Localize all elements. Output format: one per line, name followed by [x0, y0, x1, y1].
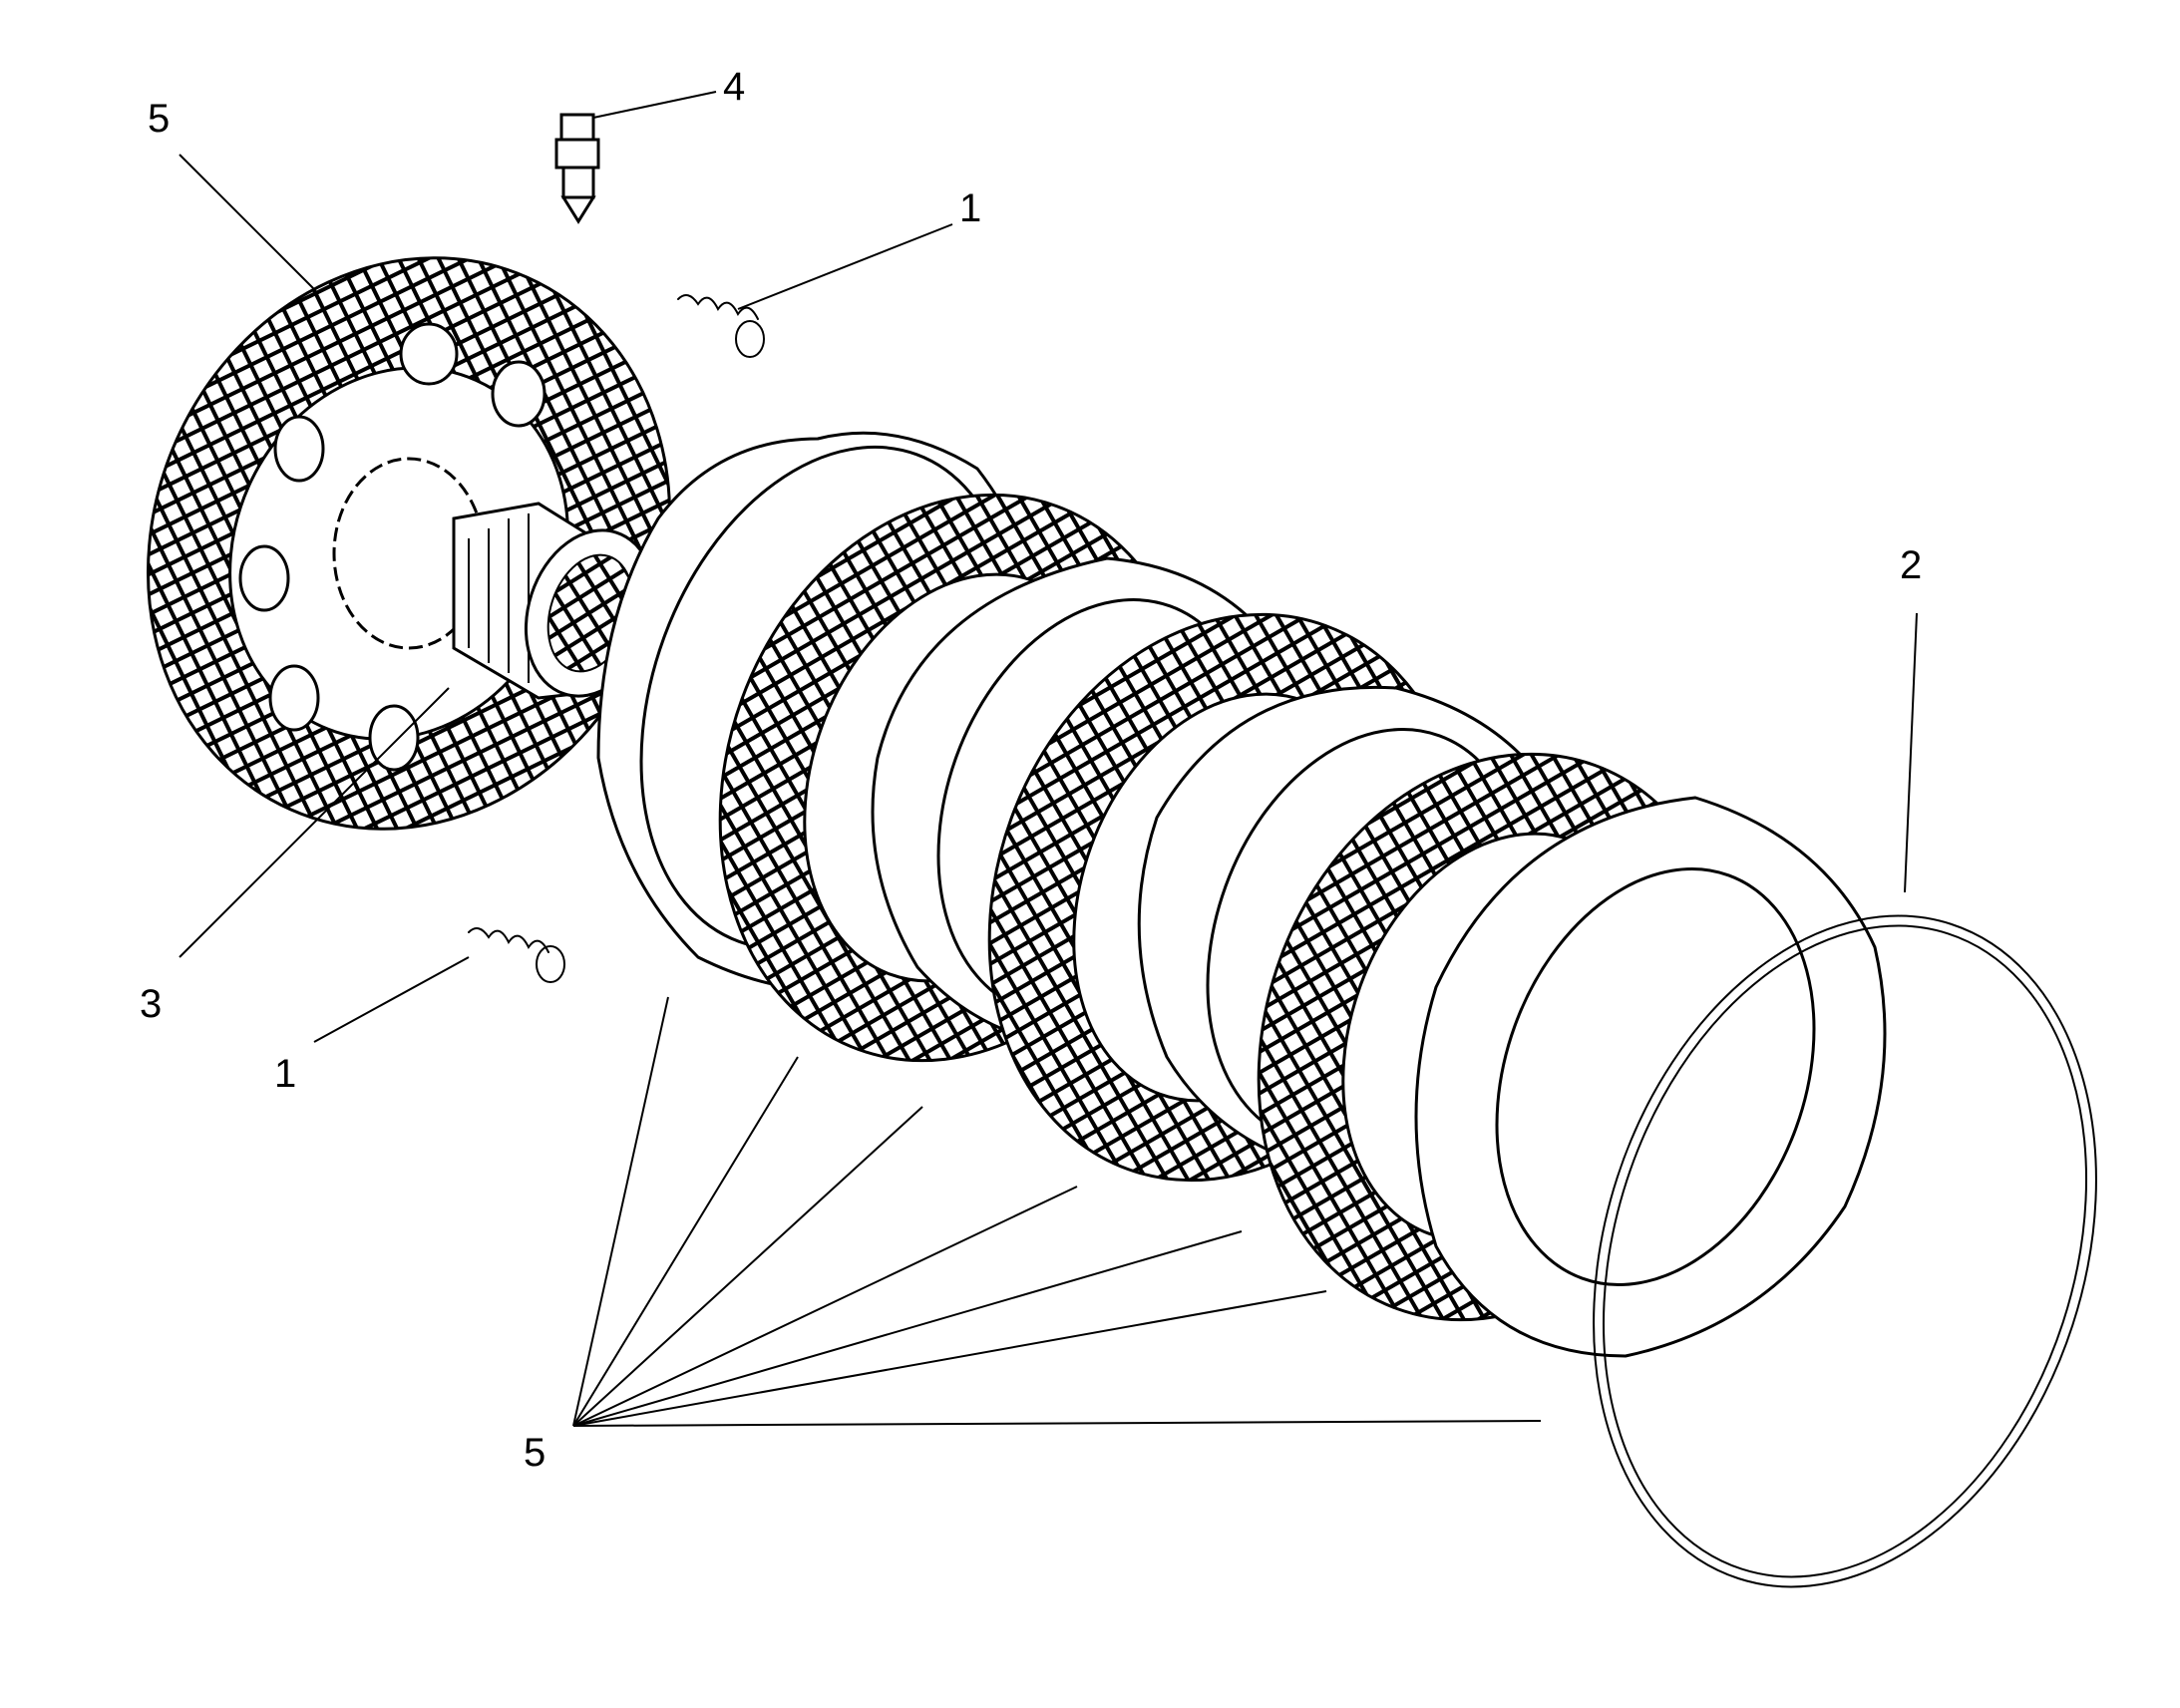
plate-stack — [596, 431, 1887, 1358]
callout-1-upper: 1 — [959, 186, 981, 230]
callout-4: 4 — [723, 65, 745, 109]
leader-lines — [179, 91, 1918, 1427]
spring-lower — [468, 927, 565, 983]
callout-2: 2 — [1900, 543, 1922, 587]
callout-5-bottom: 5 — [524, 1431, 545, 1475]
callout-3: 3 — [140, 982, 162, 1026]
snap-ring — [1593, 914, 2097, 1588]
callout-1-lower: 1 — [274, 1052, 296, 1096]
plug — [554, 113, 600, 224]
spring-upper — [677, 294, 765, 358]
callout-5-top: 5 — [148, 97, 170, 141]
